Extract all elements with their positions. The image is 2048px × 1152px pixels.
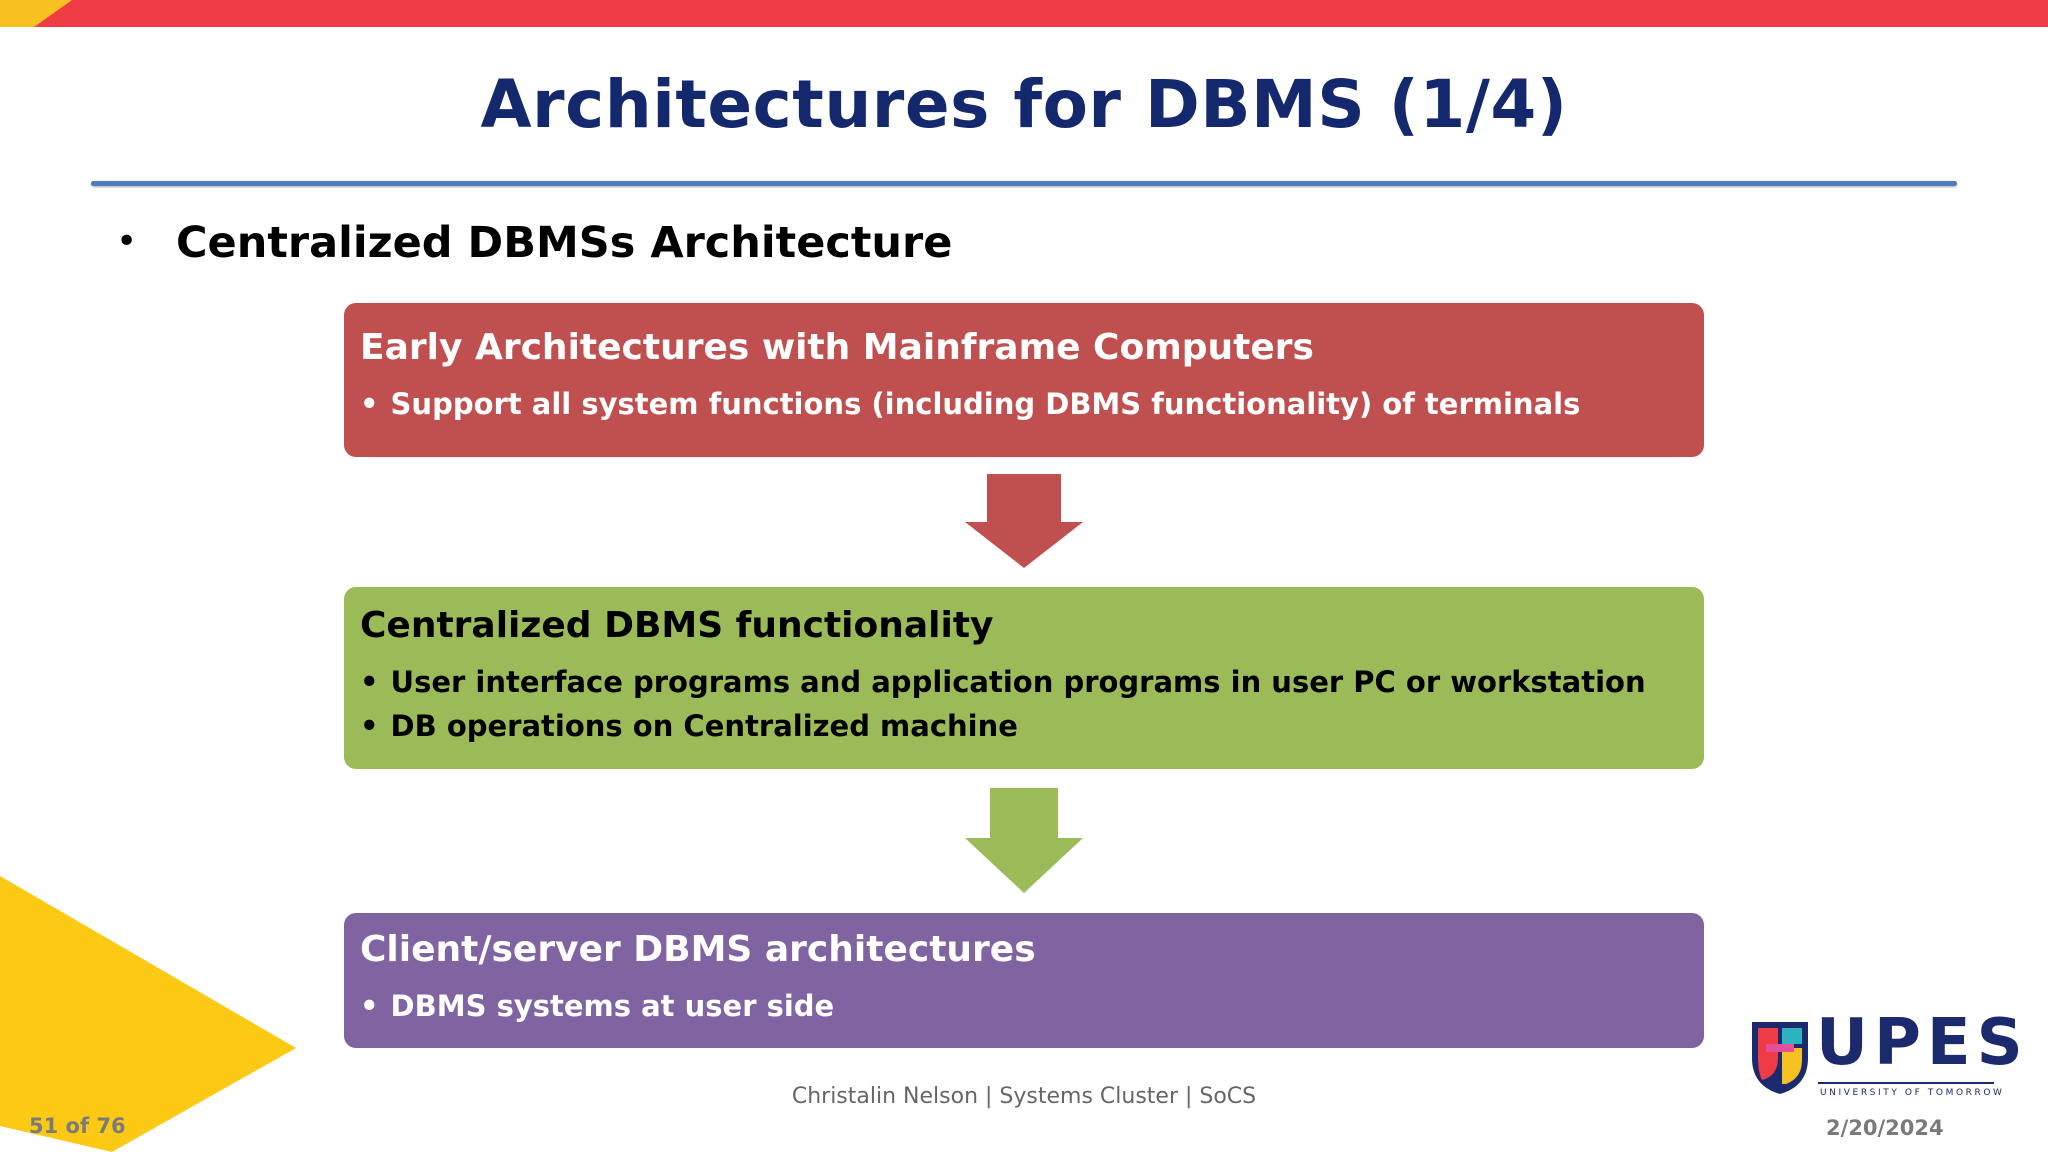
list-item: DB operations on Centralized machine	[360, 704, 1704, 748]
list-item: User interface programs and application …	[360, 660, 1704, 704]
box-title: Early Architectures with Mainframe Compu…	[360, 327, 1314, 368]
top-accent-bar	[0, 0, 2048, 27]
box-title: Client/server DBMS architectures	[360, 929, 1036, 970]
footer-presenter: Christalin Nelson | Systems Cluster | So…	[791, 1084, 1257, 1109]
down-arrow-icon	[965, 474, 1083, 568]
page-number: 51 of 76	[29, 1114, 126, 1138]
down-arrow-icon	[965, 788, 1083, 893]
upes-logo: UPES UNIVERSITY OF TOMORROW	[1748, 1006, 2023, 1106]
logo-wordmark: UPES	[1816, 1006, 2029, 1080]
box-early-architectures: Early Architectures with Mainframe Compu…	[344, 303, 1704, 457]
box-list: Support all system functions (including …	[360, 382, 1704, 426]
yellow-corner-shape	[0, 876, 296, 1152]
box-centralized-functionality: Centralized DBMS functionality User inte…	[344, 587, 1704, 769]
slide-date: 2/20/2024	[1826, 1116, 1944, 1140]
box-list: User interface programs and application …	[360, 660, 1704, 748]
logo-tagline: UNIVERSITY OF TOMORROW	[1820, 1088, 2005, 1098]
box-list: DBMS systems at user side	[360, 984, 1704, 1028]
list-item: DBMS systems at user side	[360, 984, 1704, 1028]
logo-divider	[1818, 1082, 1994, 1084]
upes-emblem-icon	[1752, 1022, 1808, 1094]
list-item: Support all system functions (including …	[360, 382, 1704, 426]
title-divider	[91, 181, 1957, 186]
box-client-server: Client/server DBMS architectures DBMS sy…	[344, 913, 1704, 1048]
bullet-icon: •	[116, 221, 138, 262]
box-title: Centralized DBMS functionality	[360, 605, 994, 646]
main-bullet: Centralized DBMSs Architecture	[176, 218, 953, 268]
top-yellow-accent	[0, 0, 72, 27]
slide-title: Architectures for DBMS (1/4)	[480, 66, 1568, 143]
